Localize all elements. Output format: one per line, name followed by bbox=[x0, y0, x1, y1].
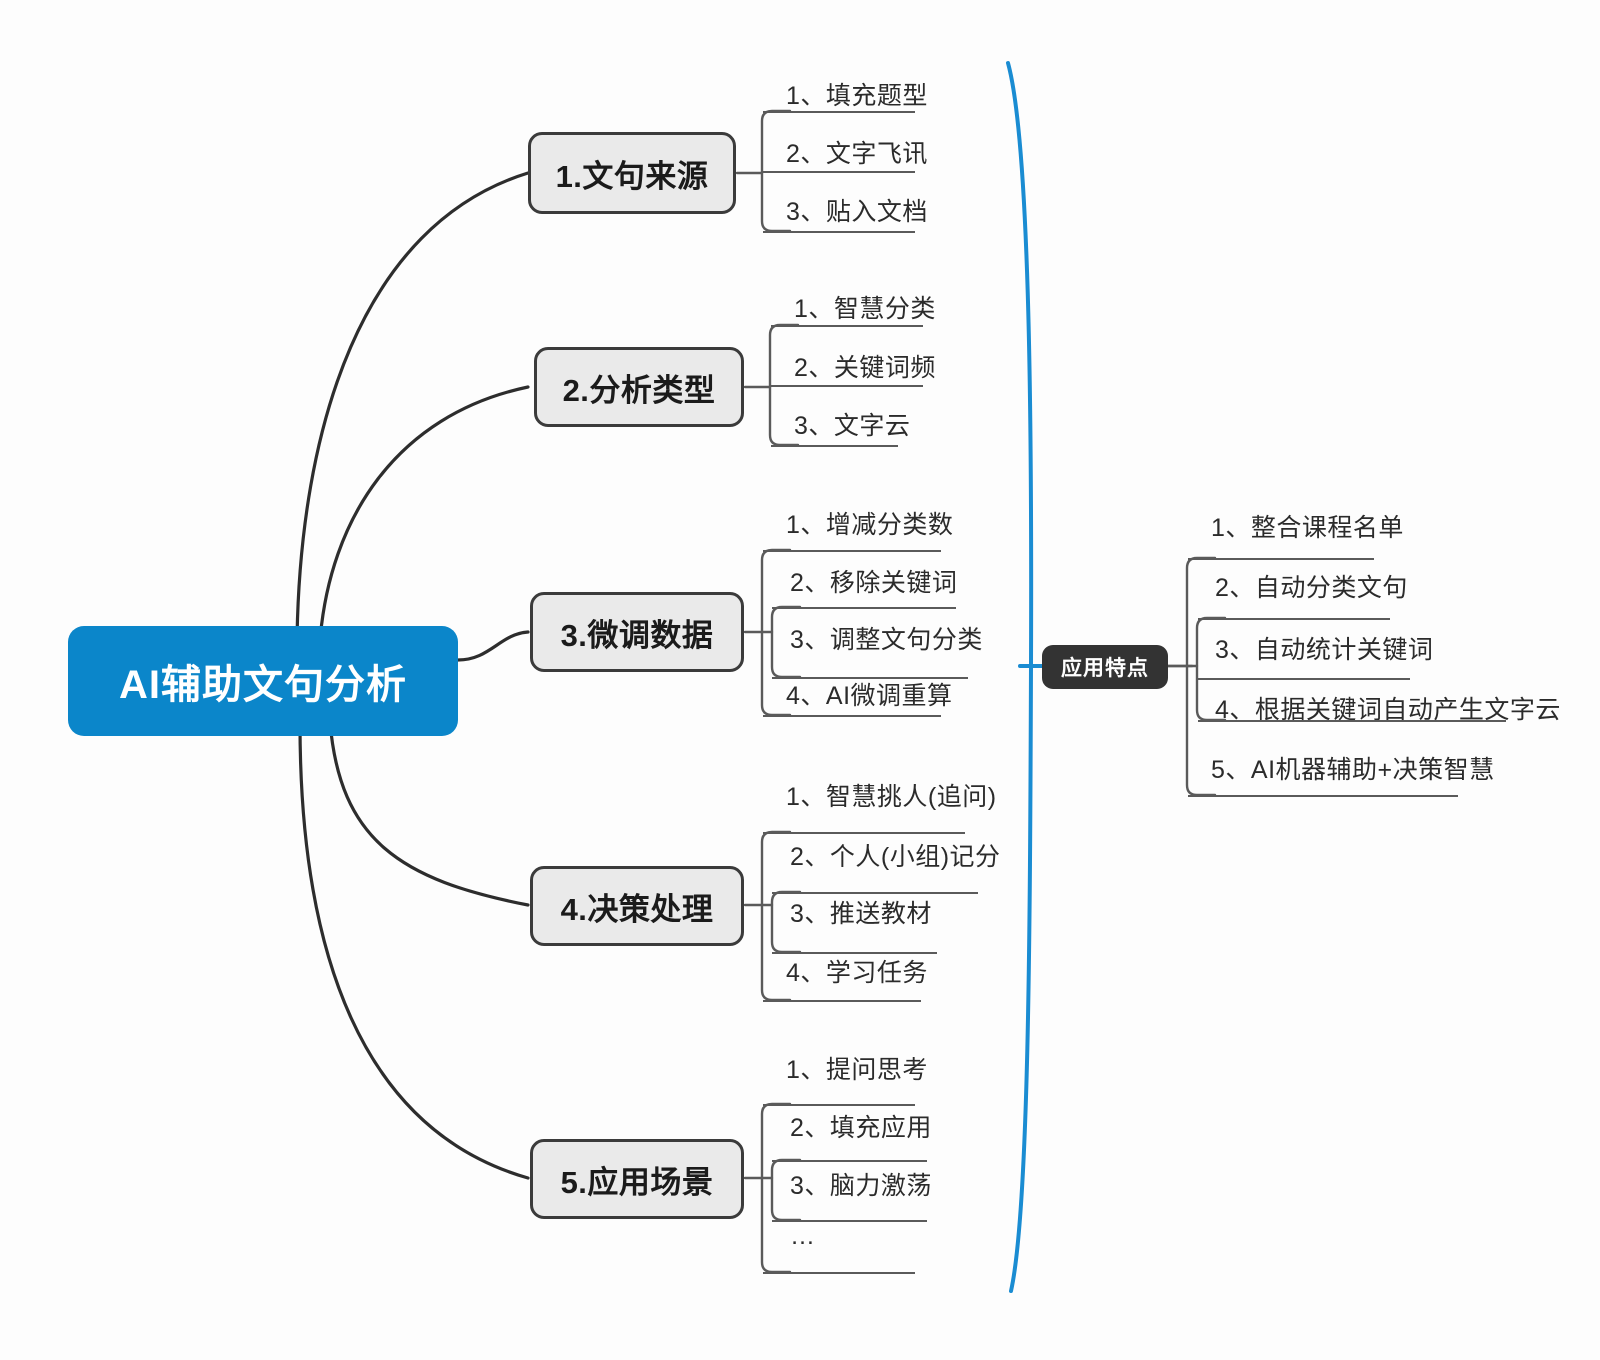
branch-node-3[interactable]: 3.微调数据 bbox=[530, 592, 744, 672]
leaf-underline bbox=[771, 385, 923, 387]
branch-node-1-label: 1.文句来源 bbox=[555, 158, 709, 194]
leaf-underline bbox=[772, 952, 937, 954]
leaf-item[interactable]: 4、根据关键词自动产生文字云 bbox=[1215, 696, 1561, 724]
leaf-underline bbox=[772, 892, 978, 894]
leaf-item[interactable]: 1、增减分类数 bbox=[786, 511, 954, 539]
leaf-item[interactable]: 1、智慧分类 bbox=[794, 295, 936, 323]
leaf-item[interactable]: 2、自动分类文句 bbox=[1215, 574, 1408, 602]
leaf-underline bbox=[772, 1160, 927, 1162]
leaf-underline bbox=[763, 231, 915, 233]
leaf-underline bbox=[763, 1272, 915, 1274]
branch-node-5[interactable]: 5.应用场景 bbox=[530, 1139, 744, 1219]
leaf-item[interactable]: 2、移除关键词 bbox=[790, 569, 958, 597]
leaf-item[interactable]: 1、智慧挑人(追问) bbox=[786, 783, 997, 811]
branch-node-1[interactable]: 1.文句来源 bbox=[528, 132, 736, 214]
leaf-underline bbox=[1188, 795, 1458, 797]
connector-center-to-branch-2 bbox=[318, 385, 530, 642]
leaf-item[interactable]: 1、提问思考 bbox=[786, 1056, 928, 1084]
leaf-underline bbox=[1188, 558, 1374, 560]
center-node[interactable]: AI辅助文句分析 bbox=[68, 626, 458, 736]
leaf-item[interactable]: 5、AI机器辅助+决策智慧 bbox=[1211, 756, 1495, 784]
branch-node-4-label: 4.决策处理 bbox=[560, 891, 714, 927]
leaf-item[interactable]: 3、贴入文档 bbox=[786, 198, 928, 226]
center-node-label: AI辅助文句分析 bbox=[119, 663, 407, 707]
leaf-underline bbox=[763, 1104, 915, 1106]
leaf-underline bbox=[763, 715, 941, 717]
leaf-item[interactable]: 3、推送教材 bbox=[790, 900, 932, 928]
leaf-underline bbox=[763, 550, 941, 552]
leaf-item[interactable]: 3、自动统计关键词 bbox=[1215, 636, 1434, 664]
spine-branch-5 bbox=[760, 1102, 792, 1274]
leaf-item[interactable]: 2、文字飞讯 bbox=[786, 140, 928, 168]
leaf-underline bbox=[771, 325, 923, 327]
leaf-item[interactable]: 2、关键词频 bbox=[794, 354, 936, 382]
feature-node-label: 应用特点 bbox=[1061, 657, 1149, 680]
blue-bracket-curve bbox=[1006, 61, 1034, 1293]
leaf-underline bbox=[772, 677, 968, 679]
leaf-item[interactable]: 3、文字云 bbox=[794, 412, 911, 440]
leaf-underline bbox=[763, 832, 965, 834]
branch-node-3-label: 3.微调数据 bbox=[560, 617, 714, 653]
branch-node-2-label: 2.分析类型 bbox=[562, 372, 716, 408]
leaf-item[interactable]: 4、学习任务 bbox=[786, 959, 928, 987]
leaf-item[interactable]: 1、整合课程名单 bbox=[1211, 514, 1404, 542]
connector-center-to-branch-1 bbox=[295, 171, 530, 642]
branch-node-2[interactable]: 2.分析类型 bbox=[534, 347, 744, 427]
leaf-underline bbox=[772, 607, 956, 609]
leaf-underline bbox=[1198, 618, 1390, 620]
leaf-underline bbox=[763, 111, 915, 113]
leaf-underline bbox=[1198, 678, 1410, 680]
leaf-item[interactable]: 2、填充应用 bbox=[790, 1114, 932, 1142]
leaf-item[interactable]: 1、填充题型 bbox=[786, 82, 928, 110]
branch-node-4[interactable]: 4.决策处理 bbox=[530, 866, 744, 946]
connector-center-to-branch-3 bbox=[456, 630, 530, 662]
leaf-underline bbox=[771, 445, 898, 447]
connector-center-to-branch-5 bbox=[298, 722, 530, 1180]
leaf-item[interactable]: 4、AI微调重算 bbox=[786, 682, 953, 710]
leaf-item[interactable]: 2、个人(小组)记分 bbox=[790, 843, 1001, 871]
leaf-item[interactable]: 3、脑力激荡 bbox=[790, 1172, 932, 1200]
leaf-item[interactable]: 3、调整文句分类 bbox=[790, 626, 983, 654]
leaf-item[interactable]: … bbox=[790, 1222, 816, 1250]
connector-center-to-branch-4 bbox=[328, 720, 530, 907]
leaf-underline bbox=[763, 1000, 921, 1002]
leaf-underline bbox=[763, 171, 915, 173]
leaf-underline bbox=[772, 1220, 927, 1222]
branch-node-5-label: 5.应用场景 bbox=[560, 1164, 714, 1200]
feature-node[interactable]: 应用特点 bbox=[1042, 645, 1168, 689]
leaf-underline bbox=[1198, 720, 1506, 722]
